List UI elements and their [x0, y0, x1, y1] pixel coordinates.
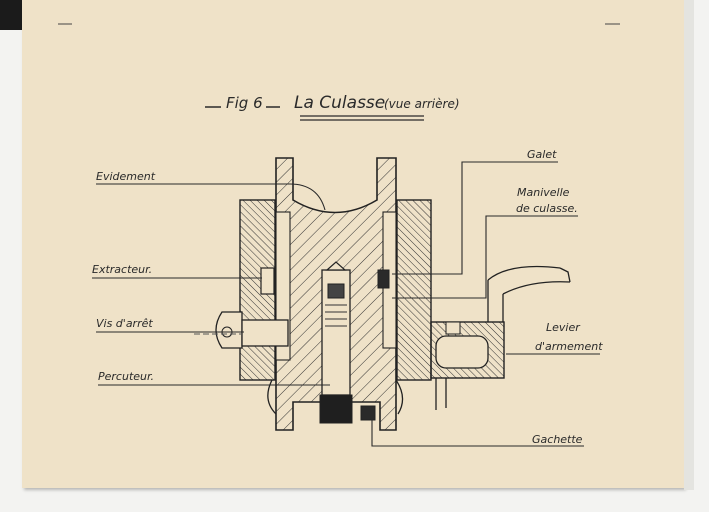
firing-pin [319, 261, 353, 424]
leader-lines [92, 161, 600, 447]
label-manivelle-1: Manivelle [517, 186, 570, 199]
right-side-block [396, 199, 432, 381]
label-gachette: Gachette [532, 433, 583, 446]
extractor-part [260, 267, 275, 295]
galet-part [377, 269, 390, 289]
figure-title-text: La Culasse [294, 93, 385, 113]
label-levier-1: Levier [546, 321, 581, 334]
label-percuteur: Percuteur. [98, 370, 154, 383]
label-galet: Galet [527, 148, 557, 161]
lower-curves [267, 379, 404, 415]
figure-title: Fig 6 La Culasse (vue arrière) [205, 93, 460, 121]
label-extracteur: Extracteur. [92, 263, 152, 276]
label-levier-2: d'armement [535, 340, 603, 353]
stop-screw [194, 311, 289, 349]
next-page-edge [684, 0, 694, 490]
figure-number: Fig 6 [226, 94, 263, 112]
label-manivelle-2: de culasse. [516, 202, 578, 215]
cocking-lever [430, 265, 571, 410]
label-vis-arret: Vis d'arrêt [96, 317, 153, 330]
label-evidement: Evidement [96, 170, 156, 183]
figure-subtitle: (vue arrière) [384, 97, 460, 111]
gachette-part [360, 405, 376, 421]
